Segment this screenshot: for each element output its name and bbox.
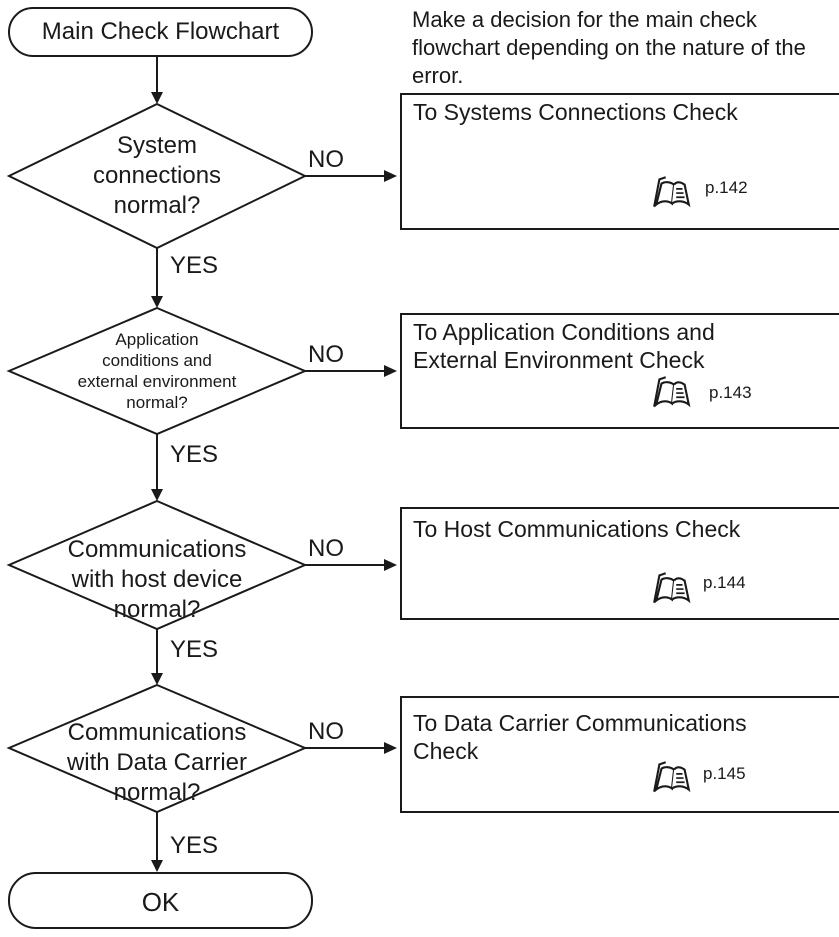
check-title-line: To Data Carrier Communications: [413, 710, 747, 736]
decision-line: external environment: [77, 372, 237, 391]
check-title-line: To Application Conditions and: [413, 319, 715, 345]
page-reference: p.145: [703, 764, 746, 783]
decision-line: normal?: [126, 393, 188, 412]
check-2-title: To Application Conditions and External E…: [413, 318, 715, 374]
check-title-line: To Systems Connections Check: [413, 99, 738, 125]
check-3-title: To Host Communications Check: [413, 515, 740, 543]
decision-line: with Data Carrier: [66, 749, 248, 776]
arrowhead-down: [151, 296, 163, 308]
decision-3-text: Communications with host device normal?: [57, 535, 257, 625]
arrowhead-right: [384, 559, 397, 571]
decision-diamond-1: [6, 102, 308, 250]
arrowhead-right: [384, 742, 397, 754]
check-box-1: [400, 93, 839, 230]
decision-1-text: System connections normal?: [57, 131, 257, 221]
arrowhead-down: [151, 489, 163, 501]
decision-line: normal?: [113, 596, 201, 623]
decision-line: System: [116, 132, 197, 159]
decision-line: Communications: [67, 536, 247, 563]
check-4-title: To Data Carrier Communications Check: [413, 709, 747, 765]
arrowhead-right: [384, 365, 397, 377]
yes-label: YES: [170, 636, 219, 663]
end-label: OK: [141, 887, 180, 917]
decision-line: Communications: [67, 719, 247, 746]
check-1-title: To Systems Connections Check: [413, 98, 738, 126]
yes-label: YES: [170, 252, 219, 279]
check-box-2: [400, 313, 839, 429]
decision-line: connections: [92, 162, 222, 189]
arrowhead-right: [384, 170, 397, 182]
check-title-line: To Host Communications Check: [413, 516, 741, 542]
decision-line: normal?: [113, 192, 201, 219]
check-box-3: [400, 507, 839, 620]
decision-2-text: Application conditions and external envi…: [57, 329, 257, 413]
start-terminator: [8, 7, 313, 57]
no-label: NO: [308, 341, 344, 368]
page-reference: p.143: [709, 383, 752, 402]
check-title-line: Check: [413, 738, 479, 764]
check-box-4: [400, 696, 839, 813]
decision-line: Application: [115, 330, 199, 349]
decision-diamond-4: [6, 683, 308, 814]
arrowhead-down: [151, 92, 163, 104]
page-reference: p.144: [703, 573, 746, 592]
decision-line: normal?: [113, 779, 201, 806]
decision-diamond-3: [6, 499, 308, 631]
start-label: Main Check Flowchart: [41, 18, 280, 45]
page-reference: p.142: [705, 178, 748, 197]
no-label: NO: [308, 146, 344, 173]
no-label: NO: [308, 535, 344, 562]
decision-4-text: Communications with Data Carrier normal?: [57, 718, 257, 808]
yes-label: YES: [170, 441, 219, 468]
arrowhead-down: [151, 673, 163, 685]
decision-line: with host device: [71, 566, 243, 593]
decision-line: conditions and: [102, 351, 212, 370]
check-title-line: External Environment Check: [413, 347, 705, 373]
no-label: NO: [308, 718, 344, 745]
end-terminator: [8, 872, 313, 929]
instruction-note: Make a decision for the main check flowc…: [412, 7, 806, 88]
yes-label: YES: [170, 832, 219, 859]
arrowhead-down: [151, 860, 163, 872]
decision-diamond-2: [6, 306, 308, 436]
